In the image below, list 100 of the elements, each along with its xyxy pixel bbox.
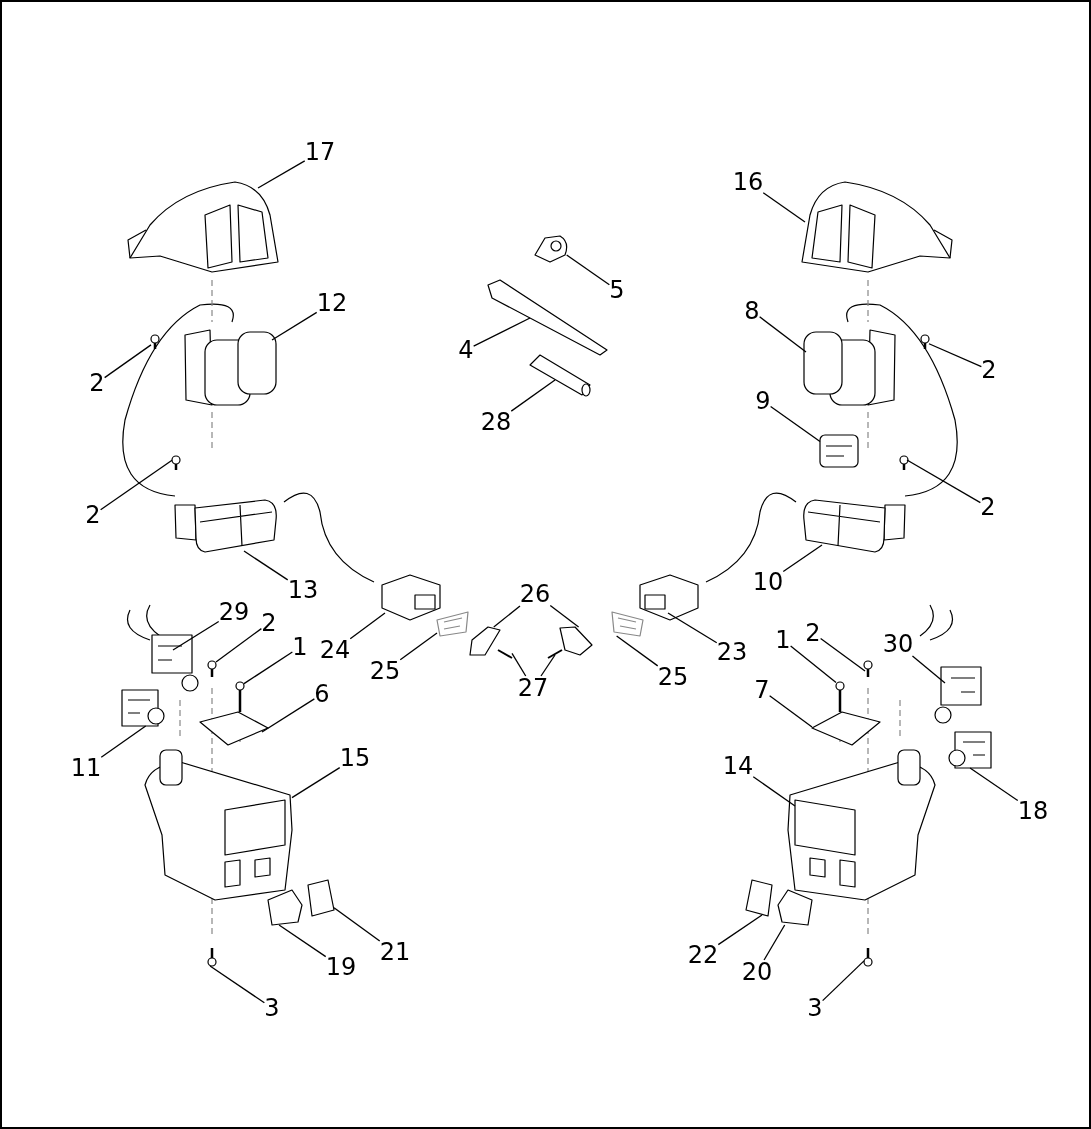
leader-line xyxy=(493,605,521,628)
callout-number: 3 xyxy=(807,996,823,1020)
seal-drawing xyxy=(469,626,501,656)
push-switch-drawing xyxy=(948,731,992,769)
callout-number: 11 xyxy=(70,756,102,780)
screw-drawing xyxy=(863,948,873,967)
button-drawing xyxy=(267,889,303,926)
leader-line xyxy=(616,635,659,667)
callout-number: 1 xyxy=(292,635,308,659)
callout-number: 14 xyxy=(722,754,754,778)
leader-line xyxy=(473,317,531,347)
callout-number: 7 xyxy=(754,678,770,702)
callout-number: 27 xyxy=(517,676,549,700)
leader-line xyxy=(257,160,306,189)
switch-cover-drawing xyxy=(127,181,279,273)
callout-number: 3 xyxy=(264,996,280,1020)
callout-number: 23 xyxy=(716,640,748,664)
leader-line xyxy=(333,907,381,942)
mounting-plate-drawing xyxy=(811,711,881,746)
switch-body-drawing xyxy=(803,499,906,553)
callout-number: 2 xyxy=(805,621,821,645)
callout-number: 2 xyxy=(85,503,101,527)
screw-drawing xyxy=(863,660,873,677)
terminal-drawing xyxy=(611,611,644,637)
rocker-switch-drawing xyxy=(803,329,896,406)
leader-line xyxy=(271,311,318,341)
callout-number: 13 xyxy=(287,578,319,602)
leader-line xyxy=(759,316,807,353)
callout-number: 30 xyxy=(882,632,914,656)
push-switch-drawing xyxy=(934,666,982,724)
connector-drawing xyxy=(639,574,699,621)
leader-line xyxy=(717,914,763,946)
callout-number: 9 xyxy=(755,389,771,413)
leader-line xyxy=(763,924,786,961)
callout-number: 4 xyxy=(458,338,474,362)
button-drawing xyxy=(777,889,813,926)
leader-line xyxy=(822,960,865,1002)
screw-drawing xyxy=(920,334,930,349)
leader-line xyxy=(261,698,315,733)
callout-number: 18 xyxy=(1017,799,1049,823)
leader-line xyxy=(820,637,866,672)
callout-number: 10 xyxy=(752,570,784,594)
callout-number: 29 xyxy=(218,600,250,624)
leader-line xyxy=(172,620,220,651)
rocker-switch-drawing xyxy=(184,329,277,406)
callout-number: 19 xyxy=(325,955,357,979)
callout-number: 22 xyxy=(687,943,719,967)
pin-drawing xyxy=(497,649,513,659)
leader-line xyxy=(770,405,821,443)
callout-number: 8 xyxy=(744,299,760,323)
callout-number: 2 xyxy=(261,611,277,635)
leader-line xyxy=(540,654,556,677)
leader-line xyxy=(928,343,982,368)
leader-line xyxy=(790,645,837,684)
wire-clip-drawing xyxy=(534,235,568,263)
mounting-plate-drawing xyxy=(199,711,269,746)
terminal-drawing xyxy=(436,611,469,637)
screw-drawing xyxy=(835,681,845,712)
leader-line xyxy=(243,550,289,581)
screw-drawing xyxy=(207,660,217,677)
callout-number: 17 xyxy=(304,140,336,164)
callout-number: 20 xyxy=(741,960,773,984)
callout-number: 5 xyxy=(609,278,625,302)
callout-number: 2 xyxy=(980,495,996,519)
leader-line xyxy=(782,544,823,573)
callout-number: 15 xyxy=(339,746,371,770)
callout-number: 2 xyxy=(89,371,105,395)
switch-cover-drawing xyxy=(801,181,953,273)
callout-number: 16 xyxy=(732,170,764,194)
relay-drawing xyxy=(819,434,859,468)
leader-line xyxy=(399,632,438,661)
callout-number: 25 xyxy=(657,665,689,689)
callout-number: 2 xyxy=(981,358,997,382)
leader-line xyxy=(291,766,341,799)
leader-line xyxy=(100,459,173,511)
leader-line xyxy=(243,651,293,685)
switch-housing-drawing xyxy=(787,749,936,901)
leader-line xyxy=(762,192,806,223)
leader-line xyxy=(566,254,610,286)
callout-number: 12 xyxy=(316,291,348,315)
leader-line xyxy=(104,344,152,379)
callout-number: 21 xyxy=(379,940,411,964)
leader-line xyxy=(911,655,946,684)
leader-line xyxy=(278,924,327,958)
button-drawing xyxy=(307,879,335,917)
callout-number: 26 xyxy=(519,582,551,606)
leader-line xyxy=(510,379,556,412)
screw-drawing xyxy=(207,948,217,967)
button-drawing xyxy=(745,879,773,917)
seal-drawing xyxy=(559,626,593,656)
screw-drawing xyxy=(171,455,181,470)
leader-line xyxy=(969,767,1019,802)
screw-drawing xyxy=(150,334,160,349)
pin-drawing xyxy=(547,649,563,659)
leader-line xyxy=(752,776,796,807)
callout-number: 1 xyxy=(775,628,791,652)
callout-number: 28 xyxy=(480,410,512,434)
leader-line xyxy=(511,652,527,677)
switch-body-drawing xyxy=(174,499,277,553)
screw-drawing xyxy=(899,455,909,470)
